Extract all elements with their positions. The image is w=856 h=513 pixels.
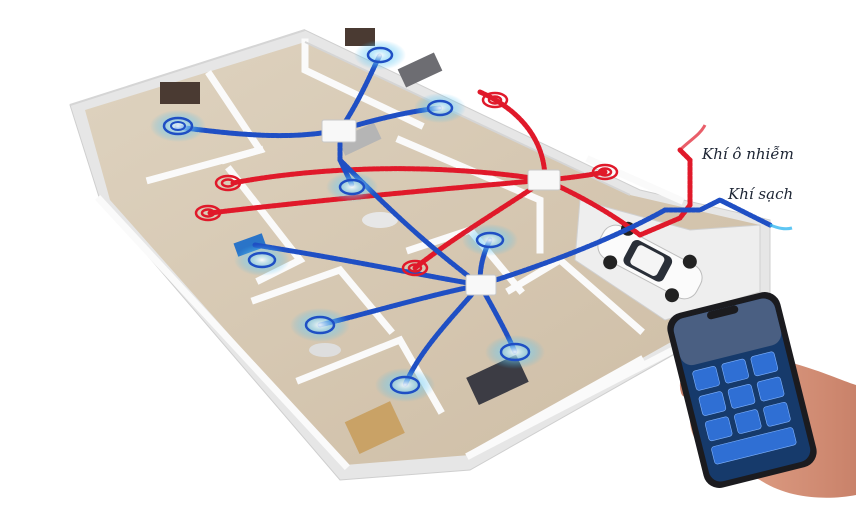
polluted-air-label: Khí ô nhiễm (702, 145, 794, 163)
diffuser-glow (290, 308, 350, 342)
diffuser-glow (354, 40, 406, 70)
extractor-vent (194, 204, 222, 222)
diffuser-glow (234, 244, 290, 276)
house-floor (85, 42, 760, 465)
diffuser-glow (414, 93, 466, 123)
diffuser-glow (375, 368, 435, 402)
polluted-air-extractors (194, 91, 619, 277)
diffuser-glow (462, 224, 518, 256)
polluted-air-outflow (678, 124, 707, 152)
extractor-vent (214, 174, 242, 192)
clean-air-inflow (769, 223, 793, 231)
clean-air-label: Khí sạch (728, 185, 794, 203)
diffuser-glow (485, 335, 545, 369)
diffuser-glow (150, 110, 206, 142)
extractor-vent (591, 163, 619, 181)
extractor-vent (401, 259, 429, 277)
clean-air-ducts (174, 52, 773, 388)
diffuser-glow (326, 172, 378, 202)
extractor-vent (481, 91, 509, 109)
hand-holding-phone (667, 292, 856, 498)
clean-air-diffusers (150, 40, 545, 402)
distribution-boxes (321, 119, 561, 296)
smartphone-icon (667, 292, 817, 488)
